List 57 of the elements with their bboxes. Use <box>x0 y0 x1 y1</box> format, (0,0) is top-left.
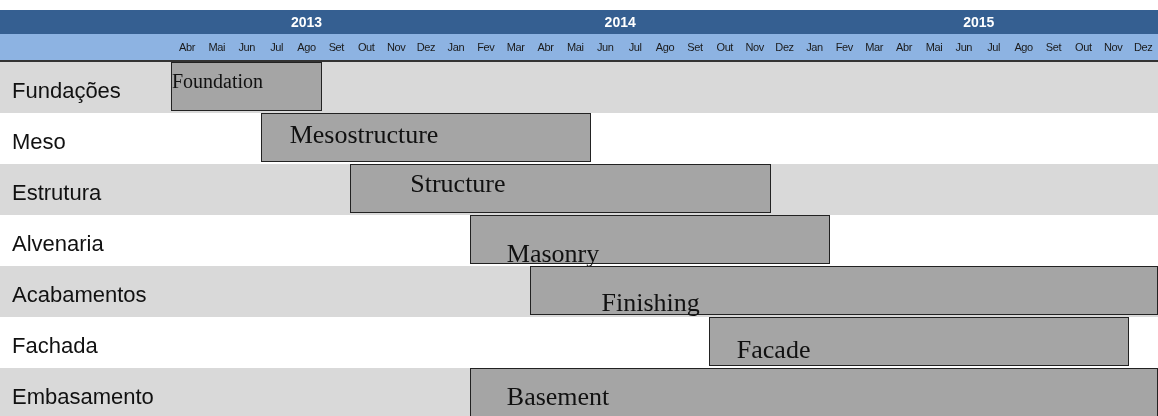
month-label: Abr <box>537 40 554 54</box>
gantt-bar <box>260 113 592 162</box>
month-label: Mai <box>925 40 943 54</box>
row-label: Embasamento <box>12 384 154 410</box>
month-label: Jun <box>238 40 255 54</box>
year-label: 2015 <box>963 13 995 31</box>
month-label: Nov <box>1104 40 1123 54</box>
month-label: Nov <box>745 40 764 54</box>
month-label: Mai <box>567 40 584 54</box>
month-label: Jun <box>955 40 973 54</box>
bar-label: Foundation <box>172 71 264 91</box>
row-label: Meso <box>12 129 66 155</box>
month-label: Mar <box>506 40 525 54</box>
month-label: Ago <box>1014 40 1033 54</box>
month-label: Jan <box>806 40 823 54</box>
month-label: Set <box>328 40 344 54</box>
year-label: 2014 <box>604 13 636 31</box>
month-label: Dez <box>416 40 436 54</box>
bar-label: Structure <box>410 171 506 197</box>
bar-label: Mesostructure <box>289 122 439 148</box>
month-label: Abr <box>179 40 195 54</box>
gantt-bar <box>469 215 831 264</box>
month-label: Nov <box>386 40 406 54</box>
month-label: Out <box>357 40 375 54</box>
month-label: Jul <box>628 40 642 54</box>
row-label: Fundações <box>12 78 121 104</box>
gantt-bar <box>708 317 1130 366</box>
year-label: 2013 <box>290 13 323 31</box>
month-label: Abr <box>896 40 912 54</box>
month-label: Out <box>716 40 734 54</box>
row-label: Estrutura <box>12 180 102 206</box>
month-label: Set <box>1045 40 1062 54</box>
gantt-bar <box>171 62 323 111</box>
month-label: Mai <box>208 40 226 54</box>
gantt-bar <box>350 164 771 213</box>
month-label: Jan <box>447 40 465 54</box>
month-label: Jul <box>270 40 283 54</box>
bar-label: Facade <box>736 337 811 363</box>
month-label: Dez <box>1133 40 1153 54</box>
gantt-bar <box>469 368 1158 416</box>
bar-label: Finishing <box>601 290 700 316</box>
month-label: Fev <box>477 40 495 54</box>
month-label: Jun <box>597 40 614 54</box>
month-label: Mar <box>865 40 884 54</box>
bar-label: Masonry <box>506 241 600 267</box>
row-label: Acabamentos <box>12 282 147 308</box>
month-label: Set <box>687 40 703 54</box>
gantt-bar <box>529 266 1158 315</box>
bar-label: Basement <box>506 384 610 410</box>
month-label: Ago <box>297 40 316 54</box>
row-label: Alvenaria <box>12 231 104 257</box>
month-label: Jul <box>987 40 1001 54</box>
month-label: Dez <box>775 40 794 54</box>
month-label: Fev <box>835 40 853 54</box>
month-label: Out <box>1075 40 1092 54</box>
row-label: Fachada <box>12 333 98 359</box>
month-label: Ago <box>655 40 675 54</box>
